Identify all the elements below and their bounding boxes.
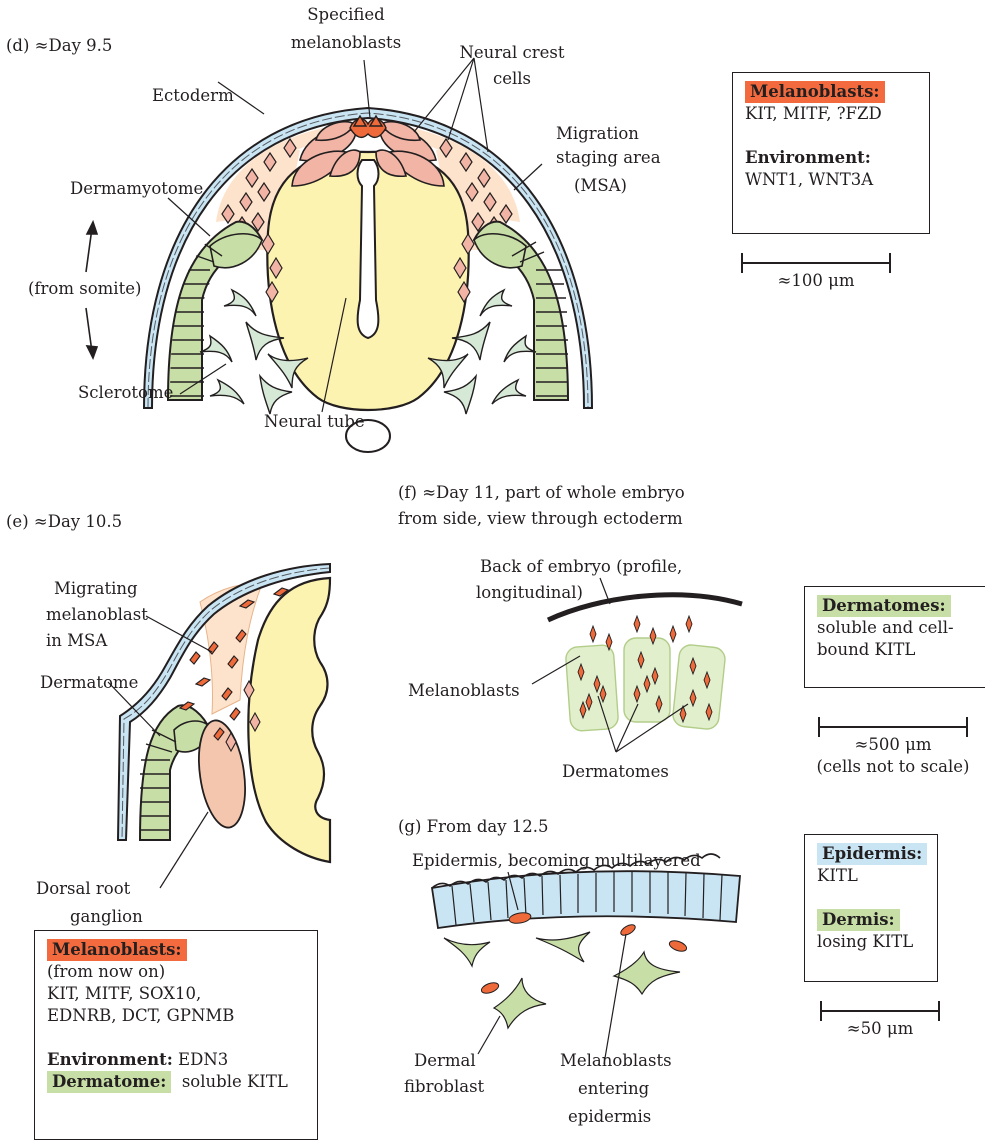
panel-g: (g) From day 12.5 (398, 817, 740, 1126)
label-migrating-3: in MSA (46, 631, 108, 650)
panel-d-info-box: Melanoblasts: KIT, MITF, ?FZD Environmen… (732, 72, 930, 234)
label-melanoblasts-entering: Melanoblasts (560, 1051, 672, 1070)
epidermis-value: KITL (817, 865, 925, 887)
label-sclerotome: Sclerotome (78, 383, 173, 402)
environment-markers: WNT1, WNT3A (745, 169, 917, 191)
panel-d-scale-bar: ≈100 μm (740, 254, 892, 292)
panel-d: (d) ≈Day 9.5 (6, 5, 661, 452)
label-drg: Dorsal root (36, 879, 131, 898)
neural-tube-e (248, 578, 330, 862)
scale-bar-line-g (820, 1010, 940, 1012)
dermatome-label-e: Dermatome: (47, 1071, 171, 1093)
label-msa-2: staging area (556, 148, 661, 167)
label-melanoblasts-f: Melanoblasts (408, 681, 520, 700)
label-drg-2: ganglion (70, 907, 143, 926)
dermatomes-line2: bound KITL (817, 639, 976, 661)
label-dermatomes: Dermatomes (562, 762, 669, 781)
scale-bar-label: ≈100 μm (778, 271, 855, 290)
label-epidermis: Epidermis, becoming multilayered (412, 851, 701, 870)
label-melanoblasts-entering-3: epidermis (568, 1107, 651, 1126)
label-back-of-embryo-2: longitudinal) (476, 583, 583, 602)
scale-bar-note-f: (cells not to scale) (806, 756, 980, 778)
environment-label-e: Environment: (47, 1050, 173, 1069)
dermatome-value-e: soluble KITL (182, 1072, 288, 1091)
panel-f-title: (f) ≈Day 11, part of whole embryo (398, 483, 685, 502)
label-dermal-fibroblast: Dermal (414, 1051, 476, 1070)
melanoblasts-markers: KIT, MITF, ?FZD (745, 103, 917, 125)
panel-e-info-box: Melanoblasts: (from now on) KIT, MITF, S… (34, 930, 318, 1140)
dermatomes-line1: soluble and cell- (817, 617, 976, 639)
label-msa-3: (MSA) (574, 176, 627, 195)
environment-label: Environment: (745, 147, 917, 169)
melanoblasts-header-e: Melanoblasts: (47, 939, 187, 961)
panel-g-info-box: Epidermis: KITL Dermis: losing KITL (804, 834, 938, 982)
label-back-of-embryo: Back of embryo (profile, (480, 557, 682, 576)
panel-e: (e) ≈Day 10.5 (6, 512, 330, 926)
label-neural-crest-cells-2: cells (493, 69, 531, 88)
panel-e-title: (e) ≈Day 10.5 (6, 512, 122, 531)
dermatomes-header: Dermatomes: (817, 595, 951, 617)
dermis-value: losing KITL (817, 931, 925, 953)
label-migrating: Migrating (54, 579, 138, 598)
melanoblasts-note: (from now on) (47, 961, 305, 983)
environment-row-e: Environment: EDN3 (47, 1049, 305, 1071)
melanoblasts-markers-e1: KIT, MITF, SOX10, (47, 983, 305, 1005)
label-dermal-fibroblast-2: fibroblast (404, 1077, 485, 1096)
dermal-fibroblasts (444, 932, 680, 1028)
panel-f-info-box: Dermatomes: soluble and cell- bound KITL (804, 586, 985, 688)
melanoblasts-header: Melanoblasts: (745, 81, 885, 103)
melanoblasts-g (480, 911, 688, 995)
panel-g-scale-bar: ≈50 μm (818, 1002, 942, 1040)
panel-d-title: (d) ≈Day 9.5 (6, 36, 112, 55)
label-dermamyotome: Dermamyotome (70, 179, 203, 198)
dermis-header: Dermis: (817, 909, 900, 931)
label-specified-melanoblasts-2: melanoblasts (291, 33, 401, 52)
melanoblasts-markers-e2: EDNRB, DCT, GPNMB (47, 1005, 305, 1027)
epidermis-header: Epidermis: (817, 843, 927, 865)
dermatome-row-e: Dermatome: soluble KITL (47, 1071, 305, 1093)
label-melanoblasts-entering-2: entering (578, 1079, 650, 1098)
label-migrating-2: melanoblast (46, 605, 148, 624)
panel-g-title: (g) From day 12.5 (398, 817, 549, 836)
panel-f-title-2: from side, view through ectoderm (398, 509, 683, 528)
label-neural-crest-cells: Neural crest (459, 43, 564, 62)
label-dermatome: Dermatome (40, 673, 138, 692)
label-ectoderm: Ectoderm (152, 86, 234, 105)
scale-bar-label-f: ≈500 μm (806, 734, 980, 756)
environment-value-e: EDN3 (173, 1050, 228, 1069)
label-neural-tube: Neural tube (264, 412, 365, 431)
panel-f: (f) ≈Day 11, part of whole embryo from s… (398, 483, 742, 781)
scale-bar-line-f (818, 726, 968, 728)
panel-f-scale-bar: ≈500 μm (cells not to scale) (806, 718, 980, 778)
label-specified-melanoblasts: Specified (307, 5, 385, 24)
label-msa: Migration (556, 124, 639, 143)
scale-bar-line (741, 262, 891, 264)
scale-bar-label-g: ≈50 μm (847, 1019, 913, 1038)
label-from-somite: (from somite) (28, 279, 141, 298)
